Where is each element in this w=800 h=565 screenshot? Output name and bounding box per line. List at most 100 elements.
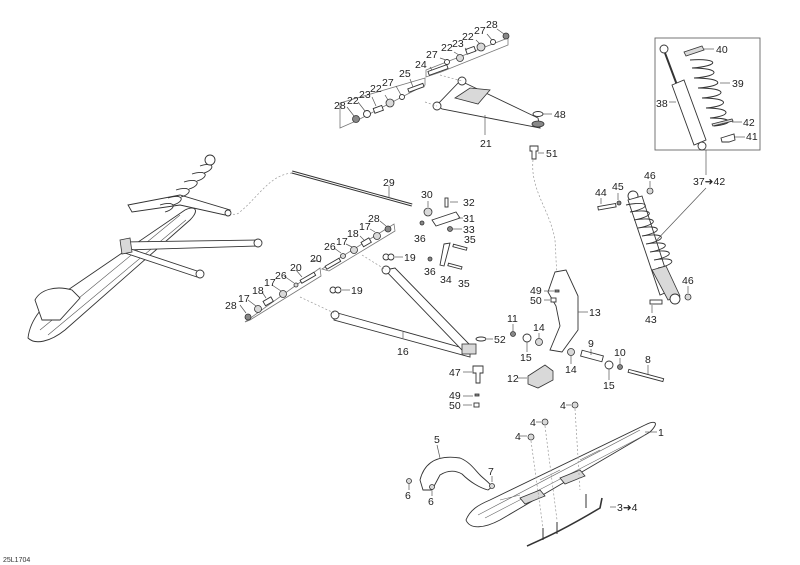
callout-22c: 22	[441, 42, 453, 54]
callout-17d: 17	[264, 277, 276, 289]
callout-36a: 36	[414, 233, 426, 245]
runner-3-icon	[526, 497, 603, 547]
callout-6b: 6	[428, 496, 434, 508]
nut-28-icon	[352, 115, 360, 123]
callout-37-42: 37➜42	[693, 176, 725, 188]
callout-46a: 46	[644, 170, 656, 182]
callout-15b: 15	[603, 380, 615, 392]
callout-26a: 26	[324, 241, 336, 253]
callout-4c: 4	[515, 431, 521, 443]
upper-arm-group: 28 22 23 22 27 25 24 27 22 23 22 27 28 2…	[334, 19, 566, 160]
sleeve-23b-icon	[464, 45, 477, 55]
spring-39-icon	[689, 59, 729, 127]
bolt-20b-icon	[299, 271, 317, 284]
callout-28c: 28	[368, 213, 380, 225]
grease-19b-icon	[329, 286, 342, 294]
callout-45: 45	[612, 181, 624, 193]
nut-49a-icon	[474, 393, 480, 397]
callout-27b: 27	[426, 49, 438, 61]
shock-38-icon	[659, 44, 707, 151]
screw-6a-icon	[406, 478, 412, 484]
nut-36a-icon	[419, 220, 425, 226]
bushing-22-icon	[385, 98, 395, 108]
shock-absorber-icon	[625, 190, 681, 305]
callout-18a: 18	[347, 228, 359, 240]
callout-4a: 4	[560, 400, 566, 412]
bushing-22b-icon	[456, 54, 464, 62]
nut-46a-icon	[646, 187, 654, 195]
callout-52: 52	[494, 334, 506, 346]
washer-26b-icon	[293, 282, 299, 288]
callout-15a: 15	[520, 352, 532, 364]
callout-30: 30	[421, 189, 433, 201]
sleeve-18b-icon	[262, 296, 274, 307]
bolt-32-icon	[444, 197, 449, 208]
sleeve-9-icon	[580, 349, 604, 363]
bushing-14b-icon	[567, 348, 575, 356]
washer-27c-icon	[490, 39, 496, 45]
bushing-22c-icon	[476, 42, 486, 52]
callout-43: 43	[645, 314, 657, 326]
callout-28d: 28	[225, 300, 237, 312]
nut-33-icon	[447, 226, 453, 232]
callout-33: 33	[463, 224, 475, 236]
callout-32: 32	[463, 197, 475, 209]
callout-16: 16	[397, 346, 409, 358]
grease-19a-icon	[382, 253, 395, 261]
bushing-30-icon	[423, 207, 433, 217]
bolt-8-icon	[627, 368, 665, 383]
nut-11-icon	[510, 331, 516, 337]
bushing-17b-icon	[373, 232, 381, 240]
callout-14a: 14	[533, 322, 545, 334]
spindle-13-icon	[547, 269, 579, 353]
nut-7-icon	[489, 483, 495, 489]
bushing-17d-icon	[279, 290, 287, 298]
assembled-shock-icon	[159, 154, 216, 213]
callout-50a: 50	[449, 400, 461, 412]
ball-joint-51-icon	[529, 145, 539, 160]
spring-stop-40-icon	[683, 45, 705, 57]
callout-11: 11	[507, 313, 518, 325]
washer-45-icon	[616, 200, 622, 206]
bolt-35b-icon	[447, 262, 463, 270]
shock-inset-box	[654, 37, 761, 151]
bolt-24-icon	[427, 64, 449, 76]
callout-19a: 19	[404, 252, 416, 264]
bolt-35a-icon	[452, 243, 468, 251]
callout-29: 29	[383, 177, 395, 189]
callout-34: 34	[440, 274, 452, 286]
callout-19b: 19	[351, 285, 363, 297]
callout-10: 10	[614, 347, 626, 359]
callout-39: 39	[732, 78, 744, 90]
callout-44: 44	[595, 187, 607, 199]
bolt-25-icon	[407, 82, 425, 93]
callout-21: 21	[480, 138, 492, 150]
washer-15b-icon	[604, 360, 614, 370]
callout-35a: 35	[464, 234, 476, 246]
retainer-42-icon	[711, 118, 734, 127]
callout-49a: 49	[449, 390, 461, 402]
bushing-17a-icon	[350, 246, 358, 254]
nut-4b-icon	[541, 418, 549, 426]
callout-22d: 22	[462, 31, 474, 43]
nut-10-icon	[617, 364, 623, 370]
washer-26a-icon	[340, 253, 346, 259]
washer-27b-icon	[444, 59, 450, 65]
spindle-guide	[532, 159, 558, 273]
shock-inset-group: 40 39 38 42 41 37➜42	[651, 37, 761, 246]
callout-49b: 49	[530, 285, 542, 297]
bolt-44-icon	[597, 202, 617, 211]
callout-8: 8	[645, 354, 651, 366]
callout-12: 12	[507, 373, 519, 385]
nut-4c-icon	[527, 433, 535, 441]
callout-7: 7	[488, 466, 494, 478]
main-shock-group: 44 45 46 46 43	[595, 170, 694, 326]
lower-arm-guide-b	[361, 254, 387, 271]
bolt-20a-icon	[324, 257, 342, 270]
callout-13: 13	[589, 307, 601, 319]
lower-upper-kit-panel	[321, 223, 396, 272]
spindle-group: 49 50 13 11 14 15 14 9 15 10 8 12	[507, 159, 665, 392]
sleeve-23-icon	[372, 104, 384, 114]
plate-12-icon	[527, 364, 554, 389]
